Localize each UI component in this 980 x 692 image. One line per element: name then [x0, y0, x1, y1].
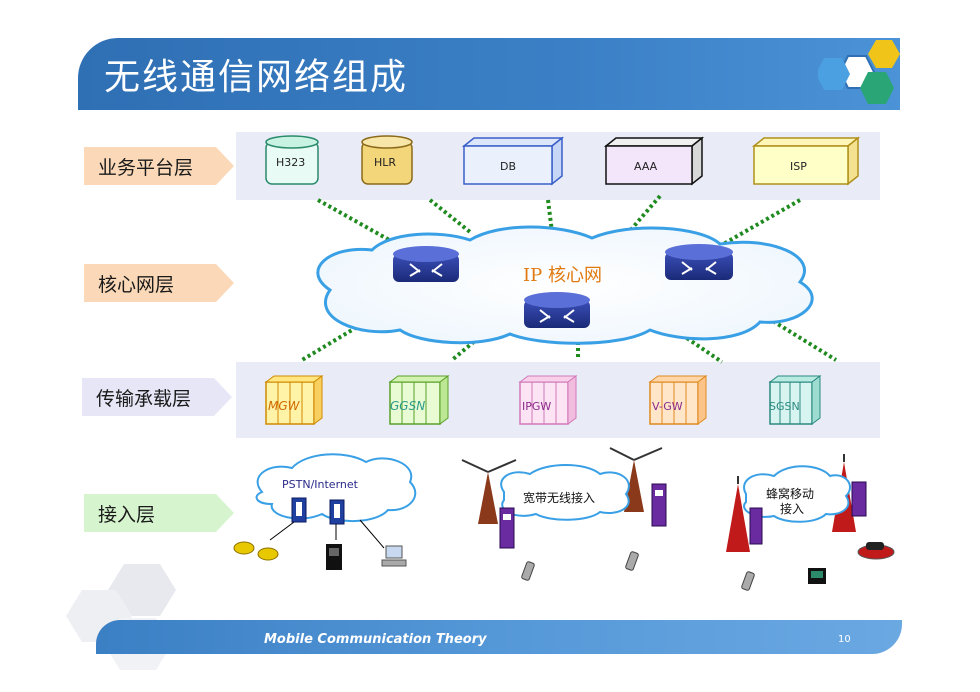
sgsn-rack-icon: SGSN — [768, 375, 822, 425]
sgsn-label: SGSN — [769, 400, 800, 413]
ipgw-label: IPGW — [522, 400, 551, 413]
mobile-phone-icon — [521, 561, 535, 581]
computer-icon — [381, 545, 407, 567]
ipgw-rack-icon: IPGW — [518, 375, 578, 425]
layer-label-core: 核心网层 — [84, 264, 234, 302]
base-station-cabinet-icon — [851, 481, 867, 517]
h323-label: H323 — [276, 156, 305, 169]
slide-title: 无线通信网络组成 — [104, 57, 409, 98]
layer-label-transport: 传输承载层 — [82, 378, 232, 416]
ip-core-label: IP 核心网 — [523, 265, 602, 286]
pstn-computer-link — [359, 519, 385, 549]
router-icon — [665, 244, 733, 280]
ggsn-rack-icon: GGSN — [388, 375, 450, 425]
cell-tower-icon — [726, 476, 750, 552]
link-isp — [719, 198, 801, 248]
switch-cabinet-icon — [291, 497, 307, 523]
switch-cabinet-icon — [329, 499, 345, 525]
payphone-icon — [326, 544, 342, 570]
router-icon — [524, 292, 590, 328]
hlr-label: HLR — [374, 156, 396, 169]
base-station-cabinet-icon — [651, 483, 667, 527]
decorative-hexagons — [66, 564, 176, 670]
link-hlr — [428, 198, 472, 234]
h323-server-icon: H323 — [265, 135, 319, 185]
vgw-rack-icon: V-GW — [648, 375, 708, 425]
isp-label: ISP — [790, 160, 807, 173]
mobile-phone-icon — [625, 551, 639, 571]
broadband-cloud — [500, 464, 630, 521]
link-vgw — [670, 326, 724, 364]
db-label: DB — [500, 160, 516, 173]
cellular-label-line2: 接入 — [780, 501, 804, 516]
mgw-label: MGW — [268, 399, 301, 413]
aaa-box-icon: AAA — [603, 136, 705, 186]
title-bar — [78, 38, 900, 110]
link-sgsn — [766, 316, 838, 362]
cellular-label-line1: 蜂窝移动 — [766, 486, 814, 501]
layer-label-service: 业务平台层 — [84, 147, 234, 185]
footer-course-title: Mobile Communication Theory — [264, 632, 487, 647]
ggsn-label: GGSN — [390, 399, 425, 413]
telephone-icon — [233, 541, 279, 561]
router-icon — [393, 246, 459, 282]
db-box-icon: DB — [461, 136, 565, 186]
pstn-label: PSTN/Internet — [282, 478, 359, 491]
base-station-cabinet-icon — [749, 507, 763, 545]
footer-bar — [96, 620, 902, 654]
mobile-phone-icon — [741, 571, 755, 591]
page-number: 10 — [838, 634, 851, 645]
layer-label-access: 接入层 — [84, 494, 234, 532]
vgw-label: V-GW — [652, 400, 683, 413]
hexagon-logo-icon — [818, 40, 900, 104]
link-h323 — [317, 198, 401, 248]
cellular-cloud — [743, 465, 851, 523]
pstn-phone-link — [269, 521, 295, 541]
cell-tower-icon — [461, 459, 517, 524]
hlr-database-icon: HLR — [361, 135, 413, 185]
broadband-label: 宽带无线接入 — [523, 490, 595, 505]
aaa-label: AAA — [634, 160, 658, 173]
car-icon — [857, 542, 895, 560]
base-station-cabinet-icon — [499, 507, 515, 549]
mgw-rack-icon: MGW — [264, 375, 324, 425]
isp-box-icon: ISP — [751, 136, 861, 186]
pager-terminal-icon — [808, 568, 826, 584]
